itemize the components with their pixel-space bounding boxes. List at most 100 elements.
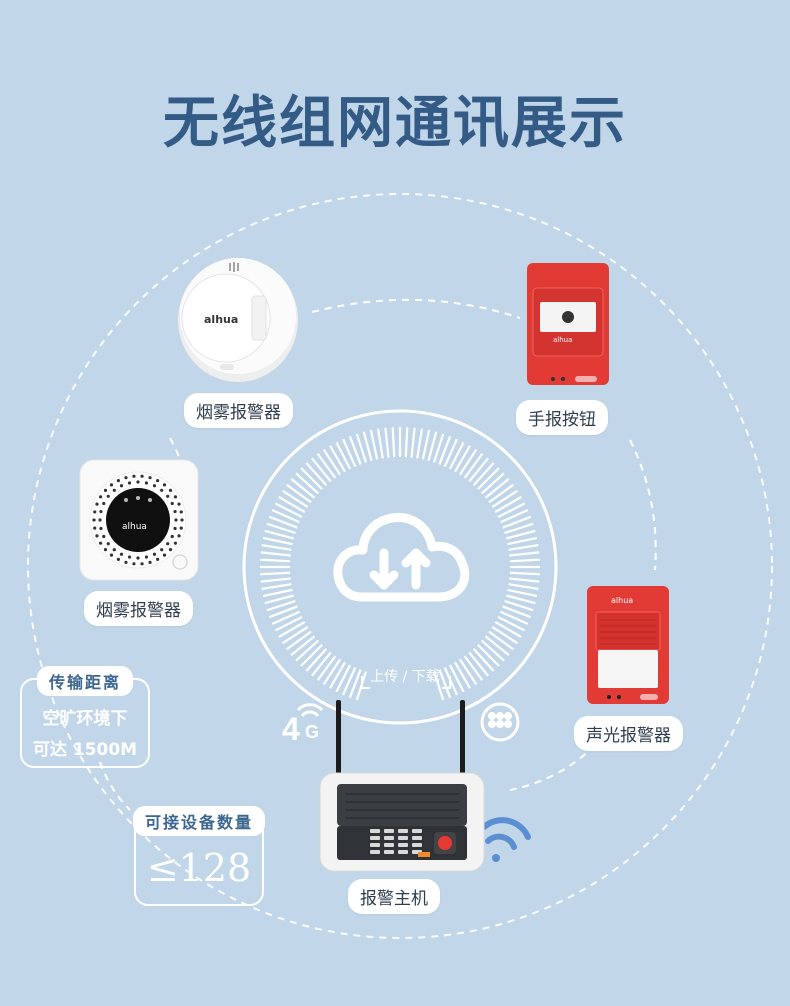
tick-mark xyxy=(266,522,296,535)
vent-dot xyxy=(179,526,183,530)
vent-dot xyxy=(136,556,140,560)
tick-mark xyxy=(491,489,519,509)
vent-dot xyxy=(156,479,160,483)
tick-mark xyxy=(260,558,291,563)
tick-mark xyxy=(362,431,373,462)
tick-mark xyxy=(477,467,500,490)
tick-mark xyxy=(509,558,540,563)
keypad-key xyxy=(412,843,422,847)
tick-mark xyxy=(494,621,522,638)
tick-mark xyxy=(271,509,300,524)
vent-dot xyxy=(173,509,177,514)
tick-mark xyxy=(488,483,514,504)
tick-mark xyxy=(438,669,452,699)
tick-mark xyxy=(281,625,309,645)
vent-dot xyxy=(112,548,116,552)
ethernet-icon xyxy=(480,702,520,742)
keypad-key xyxy=(398,843,408,847)
tick-mark xyxy=(472,648,495,672)
vent-dot xyxy=(160,548,164,552)
range-line2: 可达 1500M xyxy=(32,740,138,760)
vent-dot xyxy=(148,476,152,480)
tick-mark xyxy=(342,438,357,467)
tick-mark xyxy=(311,457,332,483)
vent-dot xyxy=(116,557,120,561)
svg-text:4: 4 xyxy=(282,711,300,747)
tick-mark xyxy=(448,441,465,470)
tick-mark xyxy=(391,427,396,458)
tick-mark xyxy=(458,448,478,476)
tick-mark xyxy=(488,630,514,651)
vent-dot xyxy=(144,481,149,485)
vent-dot xyxy=(156,557,160,561)
tick-mark xyxy=(500,509,529,524)
tick-mark xyxy=(260,551,291,557)
vent-dot xyxy=(170,501,174,506)
tick-mark xyxy=(468,651,489,677)
tick-mark xyxy=(448,664,465,693)
link-strobe-host xyxy=(509,744,596,791)
vent-dot xyxy=(93,526,97,530)
tick-mark xyxy=(286,630,312,651)
tick-mark xyxy=(342,667,357,696)
tick-mark xyxy=(286,483,312,504)
vent-dot xyxy=(109,553,114,557)
vent-dot xyxy=(180,518,184,522)
tick-mark xyxy=(264,529,295,540)
vent-dot xyxy=(109,483,114,487)
vent-dot xyxy=(116,479,120,483)
tick-mark xyxy=(266,599,296,612)
tick-mark xyxy=(505,594,536,605)
keypad-key xyxy=(398,850,408,854)
vent-dot xyxy=(168,488,173,492)
tick-mark xyxy=(290,478,316,499)
tick-ring xyxy=(260,427,540,701)
tick-mark xyxy=(463,655,484,681)
tick-mark xyxy=(261,583,292,590)
tick-mark xyxy=(505,529,536,540)
tick-mark xyxy=(316,655,337,681)
tick-mark xyxy=(262,588,293,598)
vent-dot xyxy=(112,488,116,492)
strobe-alarm: alhua xyxy=(587,586,669,704)
keypad-key xyxy=(370,829,380,833)
tick-mark xyxy=(508,583,539,590)
vent-dot xyxy=(174,518,178,522)
capacity-box: 可接设备数量 ≤128 xyxy=(132,806,266,906)
tick-mark xyxy=(421,429,431,460)
tick-mark xyxy=(458,658,478,686)
capacity-value: ≤128 xyxy=(146,846,252,890)
vent-dot xyxy=(162,483,167,487)
tick-mark xyxy=(463,453,484,479)
vent-dot xyxy=(160,488,164,492)
vent-dot xyxy=(170,534,174,539)
label-strobe-alarm: 声光报警器 xyxy=(574,716,683,751)
tick-mark xyxy=(497,615,526,632)
vent-dot xyxy=(152,552,157,556)
keypad-key xyxy=(370,843,380,847)
tick-mark xyxy=(335,441,352,470)
link-range-capacity xyxy=(99,761,131,811)
keypad-key xyxy=(384,843,394,847)
vent-dot xyxy=(136,480,140,484)
tick-mark xyxy=(355,433,368,463)
vent-dot xyxy=(95,534,99,538)
tick-mark xyxy=(500,610,529,625)
tick-mark xyxy=(484,635,510,656)
capacity-box-title: 可接设备数量 xyxy=(132,806,266,836)
vent-dot xyxy=(106,542,110,546)
smoke-detector-round: alhua xyxy=(178,258,298,382)
vent-dot xyxy=(103,488,108,492)
svg-text:alhua: alhua xyxy=(553,336,572,344)
tick-mark xyxy=(504,599,534,612)
4g-icon: 4 G xyxy=(282,703,324,747)
range-box: 传输距离 空旷环境下 可达 1500M xyxy=(20,666,150,768)
keypad-key xyxy=(384,836,394,840)
range-box-title: 传输距离 xyxy=(36,666,134,696)
label-manual-call-point: 手报按钮 xyxy=(516,400,608,435)
vent-dot xyxy=(102,534,106,539)
cloud-sync-icon xyxy=(333,512,470,602)
tick-mark xyxy=(481,639,505,662)
tick-mark xyxy=(454,445,471,473)
vent-dot xyxy=(173,541,178,545)
